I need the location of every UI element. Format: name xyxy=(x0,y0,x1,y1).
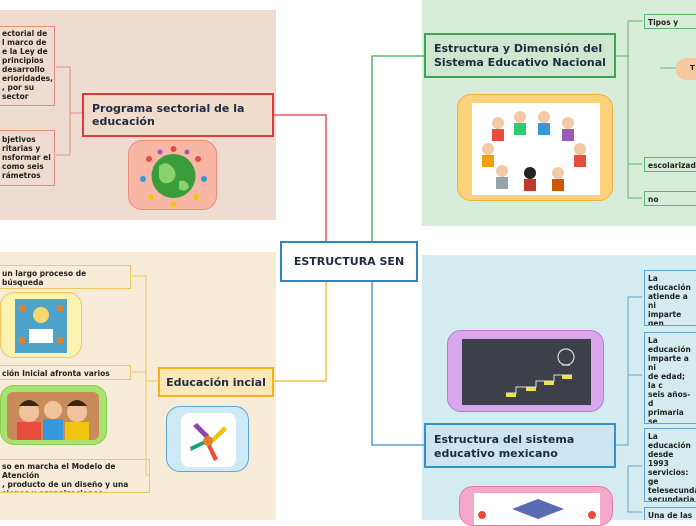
hands-logo-image xyxy=(166,406,249,472)
chalkboard-steps-image xyxy=(447,330,604,412)
dimension-leaf-t[interactable]: T xyxy=(676,58,696,80)
mexicano-leaf-2[interactable]: La educación imparte a ni de edad; la c … xyxy=(644,332,696,424)
mexicano-leaf-3[interactable]: La educación desde 1993 servicios: ge te… xyxy=(644,428,696,502)
inicial-topic-label: Educación incial xyxy=(166,375,266,389)
mexicano-leaf-4[interactable]: Una de las ca xyxy=(644,507,696,520)
central-topic[interactable]: ESTRUCTURA SEN xyxy=(280,241,418,282)
mexicano-topic[interactable]: Estructura del sistema educativo mexican… xyxy=(424,423,616,468)
dimension-topic[interactable]: Estructura y Dimensión del Sistema Educa… xyxy=(424,33,616,78)
programa-leaf-2[interactable]: bjetivos ritarias y nsformar el como sei… xyxy=(0,130,55,186)
dimension-leaf-no-escolarizado[interactable]: no escolariza xyxy=(644,191,696,206)
dimension-leaf-tipos[interactable]: Tipos y nivel xyxy=(644,14,696,29)
children-photo-image xyxy=(0,385,107,445)
inicial-leaf-2[interactable]: ción Inicial afronta varios retos: xyxy=(0,365,131,380)
graduation-cap-image xyxy=(459,486,613,526)
inicial-topic[interactable]: Educación incial xyxy=(158,367,274,397)
programa-topic-label: Programa sectorial de la educación xyxy=(92,102,245,128)
dimension-leaf-escolarizado[interactable]: escolarizado xyxy=(644,157,696,172)
dimension-topic-label: Estructura y Dimensión del Sistema Educa… xyxy=(434,42,606,69)
inicial-leaf-3[interactable]: so en marcha el Modelo de Atención , pro… xyxy=(0,459,150,493)
mexicano-leaf-1[interactable]: La educación atiende a ni imparte gen pr… xyxy=(644,270,696,326)
programa-topic[interactable]: Programa sectorial de la educación xyxy=(82,93,274,137)
inicial-leaf-1[interactable]: un largo proceso de búsqueda del proceso… xyxy=(0,265,131,289)
globe-children-image xyxy=(128,140,217,210)
programa-leaf-1[interactable]: ectorial de l marco de e la Ley de princ… xyxy=(0,26,55,106)
education-infographic-image xyxy=(0,292,82,358)
central-topic-label: ESTRUCTURA SEN xyxy=(293,255,405,268)
children-circle-image xyxy=(457,94,613,201)
mexicano-topic-label: Estructura del sistema educativo mexican… xyxy=(434,433,575,460)
